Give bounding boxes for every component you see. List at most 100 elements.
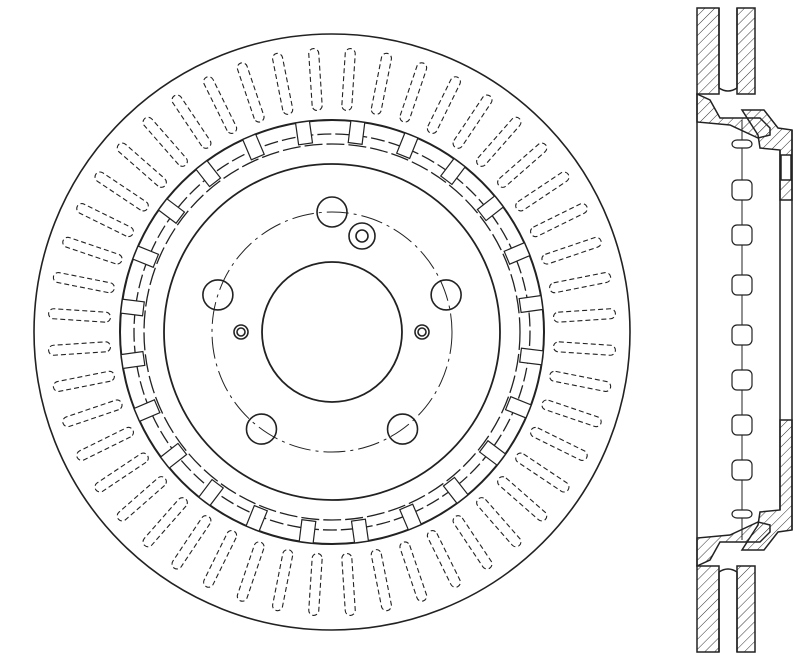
- vane: [76, 426, 134, 461]
- bolt-hole: [430, 279, 462, 311]
- vane: [541, 236, 602, 265]
- hat-tab: [132, 245, 160, 269]
- top-inboard-plate: [736, 7, 756, 95]
- hat-tab: [133, 399, 161, 423]
- vane: [370, 549, 392, 612]
- vane: [171, 515, 212, 570]
- vane: [94, 452, 149, 493]
- hat-tab: [245, 504, 269, 532]
- bolt-holes: [202, 196, 462, 445]
- vane: [476, 116, 522, 167]
- vane: [452, 515, 493, 570]
- bolt-hole: [316, 196, 348, 228]
- side-vane: [731, 139, 753, 149]
- hat-tab: [478, 439, 507, 467]
- side-vane-sections: [731, 139, 753, 519]
- screw-hole-left-inner: [236, 327, 246, 337]
- side-vane: [731, 414, 753, 436]
- vane: [515, 452, 570, 493]
- side-section-view: [696, 7, 793, 653]
- top-vent-channel: [718, 8, 738, 92]
- vane: [399, 541, 428, 602]
- hat-tab: [197, 478, 225, 507]
- hat-tab: [395, 132, 419, 160]
- vane: [549, 370, 612, 392]
- hat-tab: [519, 347, 544, 366]
- hat-tab: [241, 133, 265, 161]
- vane: [203, 76, 238, 134]
- hat-tab: [350, 518, 370, 544]
- hat-face: [163, 163, 501, 501]
- vane: [515, 171, 570, 212]
- vane: [272, 52, 294, 115]
- vane: [341, 552, 356, 616]
- hat-tab: [347, 120, 366, 145]
- vane: [236, 541, 265, 602]
- hat-tab: [195, 159, 222, 188]
- bolt-circle-centerline: [211, 211, 453, 453]
- vane: [530, 426, 588, 461]
- vane: [476, 497, 522, 548]
- side-vane: [731, 324, 753, 346]
- vane: [48, 341, 112, 356]
- hat-tab: [120, 298, 145, 317]
- vane: [549, 272, 612, 294]
- hat-tab: [442, 476, 469, 505]
- vane: [203, 530, 238, 588]
- vane: [94, 171, 149, 212]
- vane: [116, 476, 167, 522]
- bolt-hole: [202, 279, 234, 311]
- bottom-vent-channel: [718, 568, 738, 652]
- vane: [142, 116, 188, 167]
- side-vane: [731, 369, 753, 391]
- hat-tab: [298, 519, 317, 544]
- side-vane: [731, 459, 753, 481]
- vane: [452, 94, 493, 149]
- top-outboard-plate: [696, 7, 720, 95]
- vane: [52, 370, 115, 392]
- vane: [308, 48, 323, 112]
- top-hat-step: [740, 109, 793, 201]
- hat-tab: [518, 294, 544, 314]
- vane: [497, 476, 548, 522]
- locator-hole: [348, 222, 376, 250]
- side-vane: [731, 224, 753, 246]
- vane: [76, 203, 134, 238]
- cooling-vanes: [48, 48, 616, 616]
- hat-tab: [120, 350, 146, 370]
- vane: [62, 236, 123, 265]
- hat-dashed-ring-outer: [133, 133, 531, 531]
- vane: [426, 76, 461, 134]
- vane: [171, 94, 212, 149]
- vane: [48, 308, 112, 323]
- vane: [52, 272, 115, 294]
- hat-tab: [294, 120, 314, 146]
- vane: [272, 549, 294, 612]
- locator-hole-inner: [355, 229, 369, 243]
- vane: [399, 62, 428, 123]
- screw-hole-right: [414, 324, 430, 340]
- vane: [497, 142, 548, 188]
- vane: [530, 203, 588, 238]
- vane: [308, 552, 323, 616]
- side-vane: [731, 179, 753, 201]
- front-view: [33, 33, 631, 631]
- vane: [541, 399, 602, 428]
- hat-tabs: [120, 120, 544, 544]
- hat-dashed-ring-inner: [143, 143, 521, 521]
- bottom-hat-step: [740, 419, 793, 551]
- vane: [341, 48, 356, 112]
- hat-tab: [503, 241, 531, 265]
- hat-tab: [476, 195, 505, 222]
- hat-tab: [159, 442, 188, 469]
- bottom-inboard-plate: [736, 565, 756, 653]
- vane: [116, 142, 167, 188]
- hat-tab: [157, 197, 186, 225]
- side-vane: [731, 509, 753, 519]
- hat-tab: [399, 503, 423, 531]
- hat-tab: [504, 395, 532, 419]
- vane: [236, 62, 265, 123]
- screw-hole-right-inner: [417, 327, 427, 337]
- center-bore: [261, 261, 403, 403]
